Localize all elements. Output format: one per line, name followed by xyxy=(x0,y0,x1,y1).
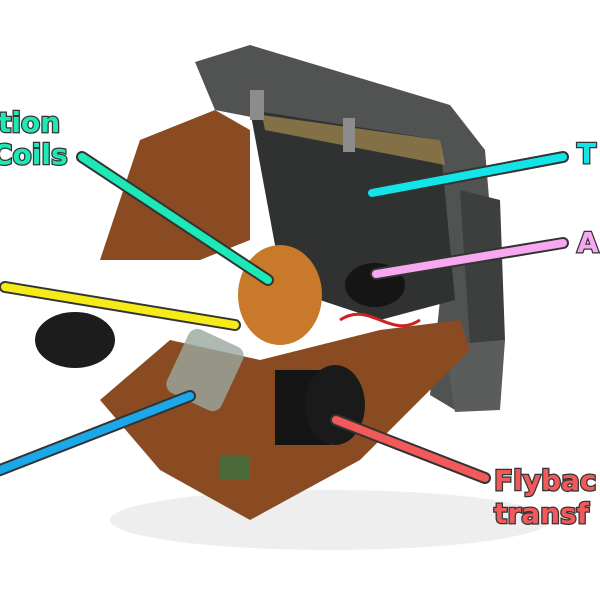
shadow xyxy=(110,490,550,550)
mount-post xyxy=(250,90,264,120)
anode-pointer xyxy=(372,239,567,278)
anode-label: A xyxy=(577,226,599,259)
anode-wire xyxy=(339,312,421,328)
speaker xyxy=(35,312,115,368)
casing-bracket xyxy=(460,190,505,345)
vertical-pcb xyxy=(100,110,250,260)
tube-pointer xyxy=(368,153,567,197)
tube-label: T xyxy=(577,137,596,170)
blue-pointer xyxy=(0,392,194,475)
yellow-pointer xyxy=(1,283,239,329)
crt-casing xyxy=(195,45,500,410)
mount-post xyxy=(343,118,355,152)
crt-neck xyxy=(166,328,244,412)
deflection-coils xyxy=(238,245,322,345)
deflection-coils-pointer xyxy=(78,153,272,284)
deflection-coils-label: tion xyxy=(0,106,60,139)
flyback-pointer xyxy=(332,416,489,482)
potentiometer xyxy=(220,455,250,480)
deflection-coils-label: Coils xyxy=(0,138,68,171)
flyback-transformer-label: transf xyxy=(494,497,590,530)
flyback-transformer-label: Flybac xyxy=(494,464,597,497)
